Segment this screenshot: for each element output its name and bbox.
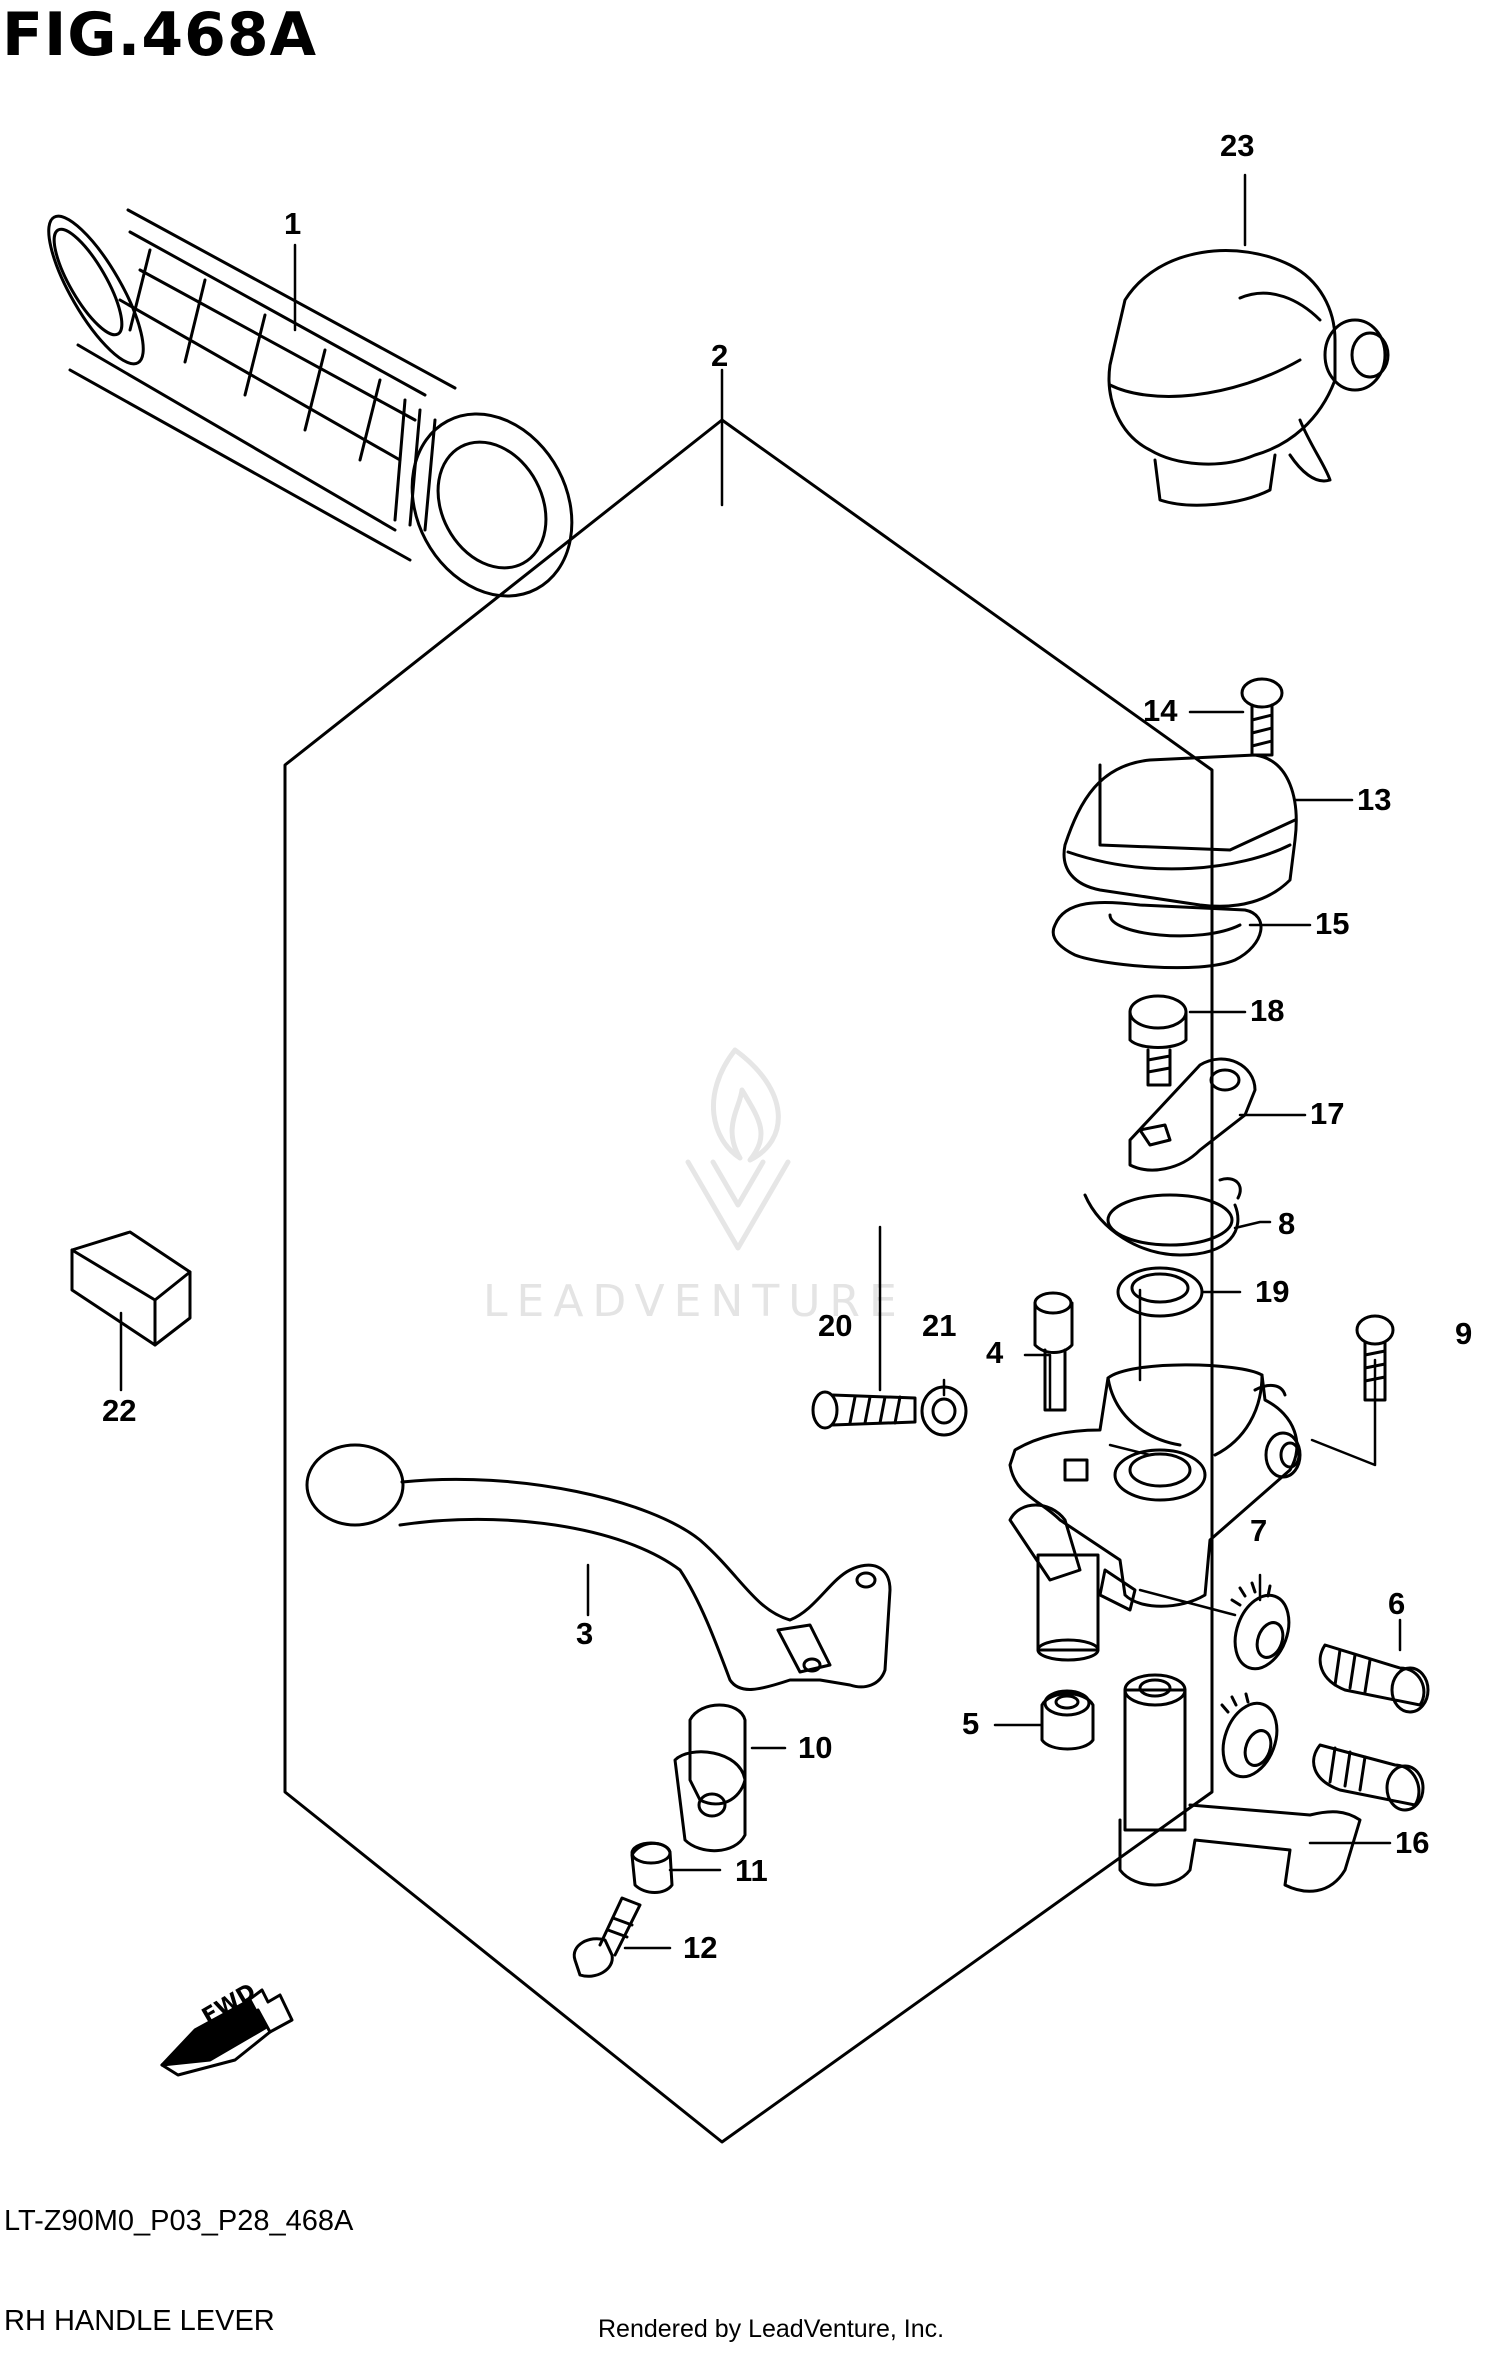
clip-8-part: [1083, 1177, 1242, 1257]
callout-7: 7: [1250, 1513, 1268, 1548]
lever-arm-16-part: [1118, 1673, 1362, 1893]
collar-11-part: [630, 1841, 674, 1894]
figure-name: RH HANDLE LEVER: [4, 2305, 275, 2337]
callout-8: 8: [1278, 1206, 1296, 1241]
o-ring-19-part: [1116, 1266, 1204, 1318]
callout-12: 12: [683, 1930, 718, 1965]
callout-16: 16: [1395, 1825, 1430, 1860]
grip-part: [47, 208, 574, 598]
diaphragm-part: [1051, 900, 1263, 970]
adjuster-screw-6-part: [1312, 1643, 1430, 1812]
figure-code: LT-Z90M0_P03_P28_468A: [4, 2205, 354, 2237]
holder-10-part: [673, 1703, 747, 1853]
callout-22: 22: [102, 1393, 137, 1428]
callout-15: 15: [1315, 906, 1350, 941]
bolt-20-part: [811, 1390, 917, 1430]
screw-14-part: [1240, 677, 1284, 757]
spacer-block-part: [70, 1230, 192, 1347]
callout-6: 6: [1388, 1586, 1406, 1621]
callout-17: 17: [1310, 1096, 1345, 1131]
assembly-outline: [283, 418, 1214, 2144]
brake-lever-3-part: [305, 1443, 892, 1691]
callout-13: 13: [1357, 782, 1392, 817]
callout-4: 4: [986, 1335, 1004, 1370]
leadventure-logo: [685, 1047, 791, 1251]
callout-14: 14: [1143, 693, 1178, 728]
leadventure-watermark: LEADVENTURE: [483, 1276, 906, 1327]
nut-5-part: [1040, 1689, 1095, 1751]
render-credit: Rendered by LeadVenture, Inc.: [598, 2315, 945, 2343]
callout-5: 5: [962, 1706, 980, 1741]
leader-lines: [119, 173, 1402, 1950]
callout-19: 19: [1255, 1274, 1290, 1309]
pivot-bolt-4-part: [1033, 1291, 1074, 1412]
adjuster-7-part: [1230, 1581, 1291, 1671]
bolt-12-part: [572, 1896, 642, 1978]
lever-boot-part: [1107, 249, 1390, 507]
adjuster-wheel-lower-part: [1220, 1692, 1279, 1779]
callout-2: 2: [711, 338, 729, 373]
fwd-arrow-icon: [160, 1988, 294, 2077]
callout-21: 21: [922, 1308, 957, 1343]
callout-23: 23: [1220, 128, 1255, 163]
figure-title: FIG.468A: [2, 0, 318, 70]
bolt-18-part: [1128, 994, 1188, 1087]
callout-18: 18: [1250, 993, 1285, 1028]
callout-10: 10: [798, 1730, 833, 1765]
callout-20: 20: [818, 1308, 853, 1343]
callout-3: 3: [576, 1616, 594, 1651]
callout-11: 11: [735, 1853, 768, 1888]
callout-9: 9: [1455, 1316, 1473, 1351]
callout-1: 1: [284, 206, 302, 241]
master-cylinder-body: [1008, 1363, 1302, 1662]
reservoir-cap-part: [1062, 753, 1298, 908]
